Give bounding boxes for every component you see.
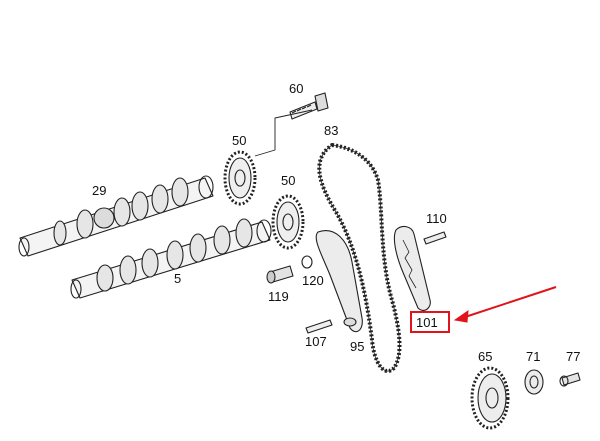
pin-107 — [305, 319, 333, 334]
part-label-50-upper: 50 — [232, 133, 247, 148]
part-label-83: 83 — [324, 123, 339, 138]
tensioner-rail — [315, 230, 363, 333]
part-label-71: 71 — [526, 349, 541, 364]
highlight-box — [410, 311, 450, 333]
highlight-arrow — [453, 286, 557, 323]
part-label-110: 110 — [426, 211, 447, 226]
part-label-120: 120 — [302, 273, 324, 288]
guide-rail — [393, 225, 431, 311]
part-label-119: 119 — [268, 289, 289, 304]
part-label-60: 60 — [289, 81, 304, 96]
bolt-60 — [254, 92, 329, 157]
bolt-119 — [266, 265, 294, 284]
crankshaft-sprocket — [470, 366, 510, 430]
part-label-5: 5 — [174, 271, 182, 286]
part-label-107: 107 — [305, 334, 327, 349]
washer-71 — [524, 369, 544, 395]
part-label-101: 101 — [416, 315, 438, 330]
timing-chain — [317, 143, 402, 373]
part-label-95: 95 — [350, 339, 365, 354]
part-label-77: 77 — [566, 349, 581, 364]
part-label-65: 65 — [478, 349, 493, 364]
bolt-77 — [559, 372, 581, 387]
camshaft-sprocket-lower — [271, 194, 305, 250]
camshaft-upper — [18, 175, 214, 257]
camshaft-lower — [70, 218, 272, 299]
part-label-50-lower: 50 — [281, 173, 296, 188]
part-label-29: 29 — [92, 183, 107, 198]
pin-110 — [423, 231, 447, 245]
camshaft-sprocket-upper — [223, 150, 257, 206]
seal-ring-120 — [301, 255, 313, 269]
